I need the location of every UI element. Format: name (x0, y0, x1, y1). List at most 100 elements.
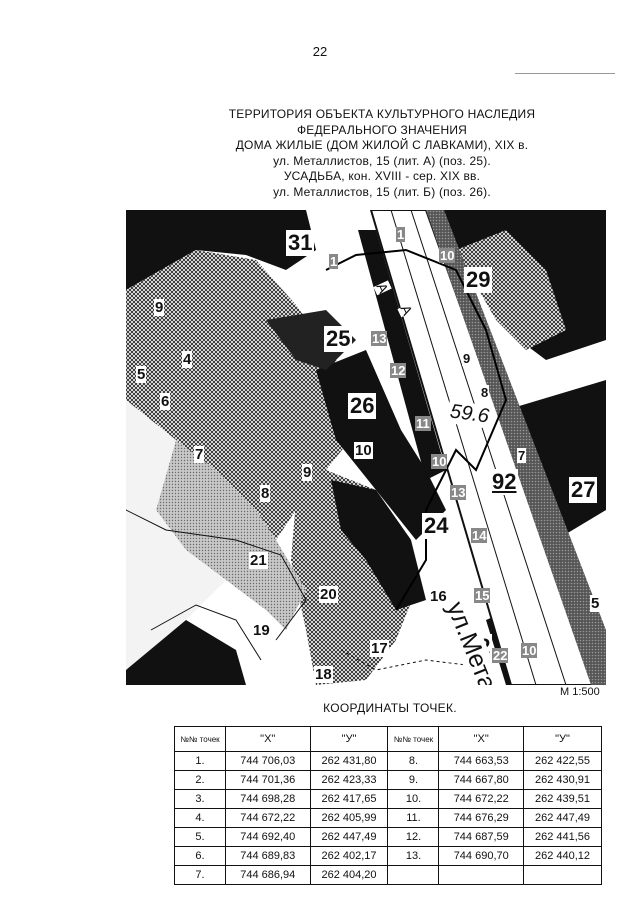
point-number (387, 865, 440, 885)
table-row: 7. 744 686,94 262 404,20 (173, 865, 603, 885)
heading-line: ДОМА ЖИЛЫЕ (ДОМ ЖИЛОЙ С ЛАВКАМИ), XIX в. (235, 138, 529, 153)
column-header-y: "У" (522, 726, 603, 752)
point-label-grey: 13 (450, 485, 467, 500)
building-number: 26 (348, 393, 377, 419)
point-label-grey: 1 (396, 227, 406, 242)
point-number: 13. (387, 846, 440, 866)
point-label: 5 (136, 366, 147, 383)
dark-street-strip (426, 210, 606, 685)
point-number: 4. (173, 808, 227, 828)
point-number: 5. (173, 827, 227, 847)
building-number: 25 (324, 326, 353, 352)
boundary-line (126, 509, 307, 641)
table-row: 1. 744 706,03 262 431,80 8. 744 663,53 2… (173, 751, 603, 771)
column-header-y: "У" (309, 726, 389, 752)
coord-x: 744 706,03 (225, 751, 311, 771)
street-letter: А (397, 302, 416, 318)
point-label: 18 (314, 666, 333, 683)
building-number: 27 (569, 477, 598, 503)
coordinates-title: КООРДИНАТЫ ТОЧЕК. (323, 701, 457, 715)
coord-y: 262 402,17 (309, 846, 389, 866)
column-header-x: "X" (438, 726, 524, 752)
coord-y: 262 405,99 (309, 808, 389, 828)
point-number: 7. (173, 865, 227, 885)
point-number: 11. (387, 808, 440, 828)
coord-x: 744 672,22 (438, 789, 524, 809)
point-label-grey: 15 (474, 588, 491, 603)
point-label: 6 (160, 393, 171, 410)
coord-y: 262 404,20 (309, 865, 389, 885)
coord-y: 262 447,49 (309, 827, 389, 847)
coord-y (522, 865, 603, 885)
point-label: 5 (590, 595, 601, 612)
point-label-grey: 7 (517, 448, 527, 463)
document-heading: ТЕРРИТОРИЯ ОБЪЕКТА КУЛЬТУРНОГО НАСЛЕДИЯ … (200, 107, 564, 201)
table-header-row: №№ точек "X" "У" №№ точек "X" "У" (173, 726, 603, 752)
point-label: 9 (302, 464, 313, 481)
point-number: 6. (173, 846, 227, 866)
column-header-no: №№ точек (173, 726, 227, 752)
boundary-line (150, 604, 262, 661)
boundary-line (340, 649, 467, 671)
coord-x: 744 663,53 (438, 751, 524, 771)
building-number: 31 (286, 230, 315, 256)
point-label-grey: 1 (329, 254, 339, 269)
coord-y: 262 447,49 (522, 808, 603, 828)
point-label: 10 (354, 442, 373, 459)
building-number: 29 (464, 267, 493, 293)
coord-x: 744 676,29 (438, 808, 524, 828)
point-number: 10. (387, 789, 440, 809)
coord-x: 744 690,70 (438, 846, 524, 866)
point-label-grey: 8 (480, 385, 490, 400)
coord-x: 744 689,83 (225, 846, 311, 866)
coord-x: 744 686,94 (225, 865, 311, 885)
dark-block-building-24 (331, 480, 426, 610)
map-scale: М 1:500 (560, 686, 600, 698)
dark-block-bottom-left (126, 620, 246, 685)
heading-line: ул. Металлистов, 15 (лит. А) (поз. 25). (273, 153, 491, 168)
coord-y: 262 417,65 (309, 789, 389, 809)
heading-line: УСАДЬБА, кон. XVIII - сер. XIX вв. (283, 169, 481, 184)
point-number: 8. (387, 751, 440, 771)
coord-x: 744 698,28 (225, 789, 311, 809)
point-label: 4 (182, 351, 193, 368)
coord-x: 744 692,40 (225, 827, 311, 847)
coord-x: 744 672,22 (225, 808, 311, 828)
table-row: 3. 744 698,28 262 417,65 10. 744 672,22 … (173, 789, 603, 809)
street-letter: А (373, 280, 392, 296)
coord-x: 744 687,59 (438, 827, 524, 847)
point-label-grey: 22 (492, 648, 509, 663)
point-label: 9 (154, 299, 165, 316)
coord-x: 744 667,80 (438, 770, 524, 790)
point-label-grey: 10 (521, 643, 538, 658)
coord-x: 744 701,36 (225, 770, 311, 790)
coord-x (438, 865, 524, 885)
coordinates-table: №№ точек "X" "У" №№ точек "X" "У" 1. 744… (173, 726, 603, 885)
point-number: 3. (173, 789, 227, 809)
dark-block-building-25 (266, 310, 356, 370)
grey-area-lower (156, 440, 306, 630)
area-label: 59.6 (446, 400, 493, 429)
table-row: 2. 744 701,36 262 423,33 9. 744 667,80 2… (173, 770, 603, 790)
point-label-grey: 10 (431, 454, 448, 469)
point-label-grey: 13 (371, 331, 388, 346)
point-label-grey: 10 (439, 248, 456, 263)
coord-y: 262 422,55 (522, 751, 603, 771)
dark-block-top-left (126, 210, 316, 290)
coord-y: 262 423,33 (309, 770, 389, 790)
street-line (410, 210, 567, 685)
table-row: 4. 744 672,22 262 405,99 11. 744 676,29 … (173, 808, 603, 828)
point-label: 8 (260, 485, 271, 502)
site-plan-map: 31 29 25 26 92 27 24 22 ул.Металли 59.6 … (126, 210, 606, 685)
point-label: 19 (252, 622, 271, 639)
point-number: 2. (173, 770, 227, 790)
heading-line: ул. Металлистов, 15 (лит. Б) (поз. 26). (273, 184, 491, 199)
table-row: 6. 744 689,83 262 402,17 13. 744 690,70 … (173, 846, 603, 866)
heading-line: ФЕДЕРАЛЬНОГО ЗНАЧЕНИЯ (296, 122, 468, 137)
light-area-bottom-left (126, 400, 226, 670)
point-label: 20 (319, 586, 338, 603)
heading-line: ТЕРРИТОРИЯ ОБЪЕКТА КУЛЬТУРНОГО НАСЛЕДИЯ (228, 107, 536, 121)
point-label-grey: 9 (462, 351, 472, 366)
point-label: 21 (249, 552, 268, 569)
coord-y: 262 440,12 (522, 846, 603, 866)
